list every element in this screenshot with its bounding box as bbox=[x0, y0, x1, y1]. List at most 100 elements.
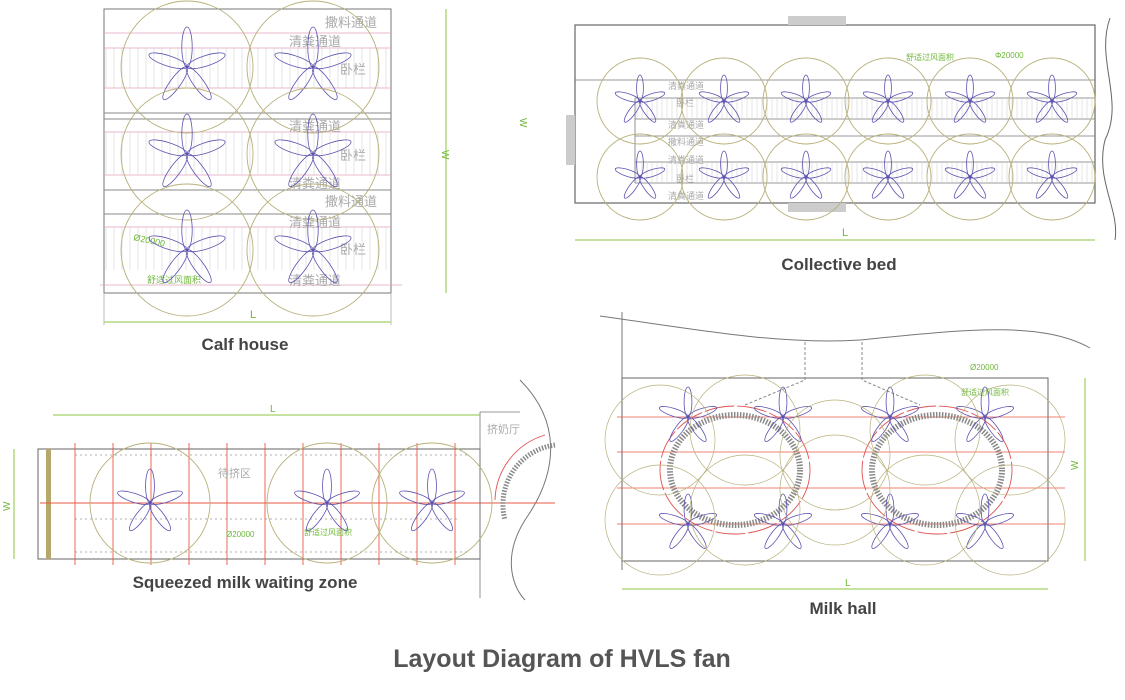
hvls-fan bbox=[844, 133, 932, 221]
rotary-platform bbox=[861, 405, 1013, 535]
fan-icon bbox=[399, 468, 465, 532]
coverage-circle bbox=[926, 133, 1014, 221]
label-manure-aisle: 清粪通道 bbox=[289, 35, 341, 50]
hvls-fan bbox=[266, 442, 388, 564]
calf-house-outline bbox=[103, 8, 392, 294]
label-manure-aisle: 清粪通道 bbox=[289, 216, 341, 231]
fan-icon bbox=[944, 74, 996, 123]
coverage-circle bbox=[371, 442, 493, 564]
coverage-circle bbox=[596, 133, 684, 221]
dimension-w: W bbox=[439, 150, 450, 160]
coverage-circle bbox=[266, 442, 388, 564]
milk-hall-plan: Ø20000 舒适过风面积 L W bbox=[599, 312, 1091, 590]
hvls-fan bbox=[120, 0, 254, 134]
label-diameter: Ø20000 bbox=[970, 363, 999, 372]
hvls-fan bbox=[680, 133, 768, 221]
label-feed-aisle: 撒料通道 bbox=[325, 15, 377, 31]
coverage-circle bbox=[604, 384, 716, 496]
label-comfort-area: 舒适过风面积 bbox=[147, 274, 201, 285]
fan-icon bbox=[614, 150, 666, 199]
label-manure-aisle: 清粪通道 bbox=[289, 177, 341, 192]
coverage-circle bbox=[779, 399, 891, 511]
hvls-fan bbox=[246, 183, 380, 317]
label-manure-aisle: 清粪通道 bbox=[668, 154, 704, 166]
label-stall: 卧栏 bbox=[340, 63, 366, 78]
coverage-circle bbox=[869, 454, 981, 566]
hvls-fan bbox=[89, 442, 211, 564]
hvls-fan bbox=[596, 57, 684, 145]
label-comfort-area: 舒适过风面积 bbox=[961, 387, 1009, 397]
coverage-circle bbox=[926, 57, 1014, 145]
coverage-circle bbox=[246, 87, 380, 221]
label-manure-aisle: 清粪通道 bbox=[289, 274, 341, 289]
fan-icon bbox=[861, 386, 919, 442]
fan-icon bbox=[274, 113, 352, 188]
break-line bbox=[599, 315, 1091, 349]
label-stall: 卧栏 bbox=[676, 97, 694, 109]
dimension-w: W bbox=[1070, 460, 1081, 470]
label-stall: 卧栏 bbox=[340, 149, 366, 164]
door bbox=[566, 115, 575, 165]
label-stall: 卧栏 bbox=[676, 173, 694, 185]
fan-icon bbox=[698, 150, 750, 199]
calf-house-aisle-lines bbox=[100, 32, 402, 286]
coverage-circle bbox=[120, 183, 254, 317]
fan-icon bbox=[294, 468, 360, 532]
dimension-l: L bbox=[270, 404, 276, 415]
coverage-circle bbox=[779, 434, 891, 546]
gate bbox=[46, 449, 51, 559]
fan-icon bbox=[659, 386, 717, 442]
milk-hall-outline bbox=[621, 377, 1049, 562]
calf-house-plan: 撒料通道 清粪通道 卧栏 清粪通道 卧栏 清粪通道 撒料通道 清粪通道 卧栏 清… bbox=[100, 0, 450, 325]
caption-calf-house: Calf house bbox=[201, 335, 289, 354]
hvls-fan bbox=[762, 133, 850, 221]
caption-waiting-zone: Squeezed milk waiting zone bbox=[132, 573, 358, 592]
fan-icon bbox=[148, 209, 226, 284]
label-diameter: Φ20000 bbox=[995, 51, 1024, 60]
coverage-circle bbox=[120, 87, 254, 221]
coverage-circle bbox=[954, 464, 1066, 576]
coverage-circle bbox=[120, 0, 254, 134]
label-comfort-area: 舒适过风面积 bbox=[304, 527, 352, 537]
coverage-circle bbox=[762, 57, 850, 145]
label-waiting-area: 待挤区 bbox=[218, 466, 251, 480]
dimension-l: L bbox=[845, 578, 851, 589]
fan-icon bbox=[862, 150, 914, 199]
break-line bbox=[1102, 17, 1117, 241]
fan-icon bbox=[862, 74, 914, 123]
coverage-circle bbox=[844, 57, 932, 145]
hvls-fan bbox=[596, 133, 684, 221]
coverage-circle bbox=[89, 442, 211, 564]
caption-collective-bed: Collective bed bbox=[781, 255, 897, 274]
hvls-fan bbox=[861, 386, 919, 442]
label-diameter: Ø20000 bbox=[226, 530, 255, 539]
coverage-circle bbox=[596, 57, 684, 145]
hvls-fan bbox=[120, 87, 254, 221]
coverage-circle bbox=[1008, 57, 1096, 145]
dimension-w: W bbox=[2, 501, 13, 511]
fan-icon bbox=[780, 150, 832, 199]
hvls-fan bbox=[956, 493, 1014, 549]
fan-icon bbox=[614, 74, 666, 123]
hvls-fan bbox=[120, 183, 254, 317]
label-stall: 卧栏 bbox=[340, 243, 366, 258]
fan-icon bbox=[780, 74, 832, 123]
fan-icon bbox=[698, 74, 750, 123]
hvls-fan bbox=[844, 57, 932, 145]
hvls-fan bbox=[371, 442, 493, 564]
coverage-circle bbox=[689, 374, 801, 486]
coverage-circle bbox=[1008, 133, 1096, 221]
hvls-fan bbox=[926, 133, 1014, 221]
coverage-circle bbox=[689, 454, 801, 566]
fan-icon bbox=[944, 150, 996, 199]
coverage-circle bbox=[604, 464, 716, 576]
hvls-fan bbox=[680, 57, 768, 145]
hvls-fan bbox=[246, 0, 380, 134]
coverage-circle bbox=[246, 0, 380, 134]
fan-icon bbox=[148, 113, 226, 188]
hvls-fan bbox=[762, 57, 850, 145]
fan-icon bbox=[956, 493, 1014, 549]
door bbox=[788, 203, 846, 212]
rotary-platform bbox=[659, 405, 811, 535]
label-manure-aisle: 清粪通道 bbox=[668, 119, 704, 131]
